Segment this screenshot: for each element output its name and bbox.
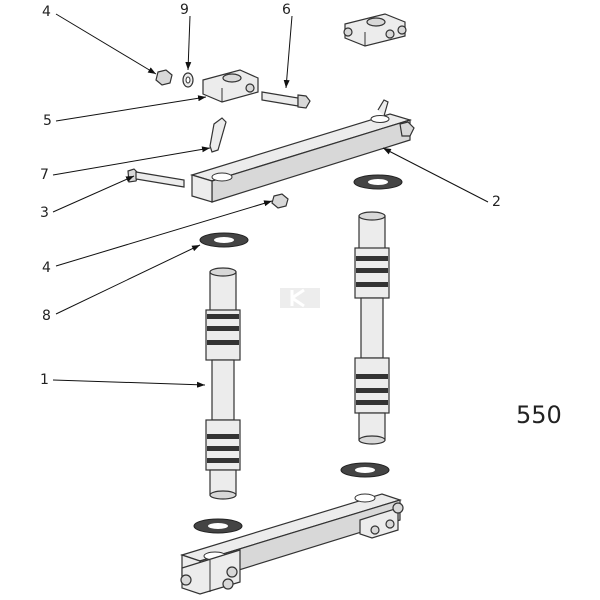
callout-3: 3: [40, 205, 49, 221]
callout-2: 2: [492, 194, 501, 210]
nut-4-top: [155, 69, 173, 86]
rod-1-left: [205, 267, 241, 500]
bolt-3: [127, 168, 185, 188]
callout-7: 7: [40, 167, 49, 183]
bolt-6: [261, 91, 311, 109]
callout-8: 8: [42, 308, 51, 324]
nut-4-middle: [271, 193, 289, 209]
callout-5: 5: [43, 113, 52, 129]
bottom-bar: [180, 493, 404, 595]
rod-1-right: [354, 211, 390, 445]
callout-1: 1: [40, 372, 49, 388]
model-number: 550: [516, 401, 562, 429]
clamp-block-5: [202, 69, 259, 103]
callout-4-top: 4: [42, 4, 51, 20]
callout-9: 9: [180, 2, 189, 18]
top-bar-2: [189, 99, 415, 203]
callout-4-middle: 4: [42, 260, 51, 276]
clip-7: [209, 117, 227, 153]
leader-lines: [52, 13, 489, 388]
clamp-block-top-right: [343, 13, 407, 47]
watermark-logo: [280, 288, 320, 308]
washer-8: [193, 174, 403, 534]
callout-6: 6: [282, 2, 291, 18]
